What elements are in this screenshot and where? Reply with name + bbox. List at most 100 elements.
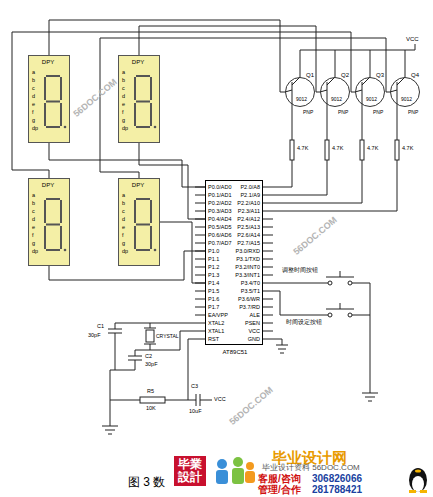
segment-pin-name: c: [32, 86, 35, 92]
segment: [45, 76, 61, 127]
pin-name: P1.4: [208, 281, 219, 287]
pnp-transistor: Q39012PNP: [355, 77, 385, 107]
segment-pin-name: b: [122, 78, 125, 84]
bus-wire: [139, 26, 320, 92]
segment-pin-name: d: [122, 94, 125, 100]
component-label: 4.7K: [297, 146, 308, 152]
segment-pin-name: a: [32, 193, 35, 199]
display-label: DPY: [29, 182, 67, 188]
display-label: DPY: [119, 59, 157, 65]
display-label: DPY: [29, 59, 67, 65]
watermark: 56DOC.COM: [72, 78, 119, 119]
pin-name: P2.5/A13: [237, 225, 260, 231]
seven-segment-display: DPYabcdefgdp: [118, 178, 160, 266]
part-number: 9012: [401, 97, 412, 102]
pin-name: P2.4/A12: [237, 217, 260, 223]
component-label: 4.7K: [402, 146, 413, 152]
display-label: DPY: [119, 182, 157, 188]
pin-name: P3.6/WR: [238, 297, 260, 303]
pin-name: P1.1: [208, 257, 219, 263]
pin-name: P1.7: [208, 305, 219, 311]
component-label: 10uF: [189, 409, 202, 415]
pin-name: P3.5/T1: [241, 289, 260, 295]
pin-name: P3.3/INT1: [235, 273, 260, 279]
pin-name: P1.5: [208, 289, 219, 295]
banner-text: 毕业设计资料 56DOC.COM: [262, 464, 360, 472]
segment-pin-name: f: [122, 233, 124, 239]
pin-name: XTAL1: [208, 329, 224, 335]
transistor-type: PNP: [373, 110, 383, 115]
pin-name: P2.1/A9: [240, 193, 260, 199]
component-label: C1: [97, 324, 104, 330]
transistor-type: PNP: [303, 110, 313, 115]
pin-name: P0.7/AD7: [208, 241, 232, 247]
part-designator: Q1: [306, 72, 314, 78]
segment-pin-name: e: [122, 102, 125, 108]
component-label: 时间设定按钮: [286, 319, 322, 325]
resistor-symbol: [325, 140, 329, 160]
segment: [135, 76, 151, 127]
component-label: 4.7K: [332, 146, 343, 152]
pin-name: P2.2/A10: [237, 201, 260, 207]
segment-pin-name: g: [32, 241, 35, 247]
chip-name: AT89C51: [206, 349, 264, 355]
segment-pin-name: d: [32, 94, 35, 100]
pin-name: P0.5/AD5: [208, 225, 232, 231]
part-designator: Q3: [376, 72, 384, 78]
figure-caption: 图 3 数: [128, 476, 165, 488]
segment: [135, 199, 151, 250]
segment-pin-name: b: [122, 201, 125, 207]
segment-pin-name: d: [122, 217, 125, 223]
part-number: 9012: [366, 97, 377, 102]
pin-name: P3.4/T0: [241, 281, 260, 287]
pnp-transistor: Q49012PNP: [390, 77, 420, 107]
seven-segment-display: DPY abcdefg dp: [28, 178, 70, 266]
pnp-transistor: Q29012PNP: [320, 77, 350, 107]
pin-name: P2.6/A14: [237, 233, 260, 239]
bus-wire: [49, 20, 285, 92]
segment-pin-name: f: [32, 233, 34, 239]
component-label: C3: [191, 384, 198, 390]
pin-name: P0.2/AD2: [208, 201, 232, 207]
component-label: 30pF: [145, 362, 158, 368]
component-label: 10K: [146, 406, 156, 412]
pin-name: P3.0/RXD: [236, 249, 260, 255]
component-label: 4.7K: [367, 146, 378, 152]
pin-name: P1.0: [208, 249, 219, 255]
pin-name: XTAL2: [208, 321, 224, 327]
banner-text: 客服/咨询: [258, 474, 301, 484]
seven-segment-display: DPYabcdefgdp: [28, 55, 70, 143]
bus-wire: [12, 32, 355, 178]
segment-pin-name: dp: [32, 249, 38, 255]
part-designator: Q2: [341, 72, 349, 78]
resistor-symbol: [360, 140, 364, 160]
watermark: 56DOC.COM: [228, 386, 275, 427]
component-label: C2: [145, 354, 152, 360]
banner-text: 306826066: [312, 474, 362, 484]
segment-pin-name: f: [32, 110, 34, 116]
pin-name: P0.6/AD6: [208, 233, 232, 239]
segment-pin-name: b: [32, 201, 35, 207]
pin-name: P3.1/TXD: [236, 257, 260, 263]
segment-pin-name: dp: [122, 126, 128, 132]
segment-pin-name: a: [32, 70, 35, 76]
component-label: 调整时间按钮: [282, 267, 318, 273]
segment-pin-name: c: [32, 209, 35, 215]
banner-text: 281788421: [312, 485, 362, 495]
part-designator: Q4: [411, 72, 419, 78]
decimal-point: [64, 126, 67, 129]
segment-pin-name: d: [32, 217, 35, 223]
microcontroller-chip: AT89C51P0.0/AD0P0.1/AD1P0.2/AD2P0.3/AD3P…: [205, 180, 263, 345]
pin-name: P2.0/A8: [240, 185, 260, 191]
segment-pin-name: e: [122, 225, 125, 231]
segment-pin-name: a: [122, 193, 125, 199]
resistor-symbol: [290, 140, 294, 160]
segment-pin-name: e: [32, 225, 35, 231]
pin-name: P0.4/AD4: [208, 217, 232, 223]
pin-name: P1.6: [208, 297, 219, 303]
component-label: R5: [147, 389, 154, 395]
pin-name: P0.3/AD3: [208, 209, 232, 215]
segment-pin-name: dp: [32, 126, 38, 132]
segment-pin-name: f: [122, 110, 124, 116]
